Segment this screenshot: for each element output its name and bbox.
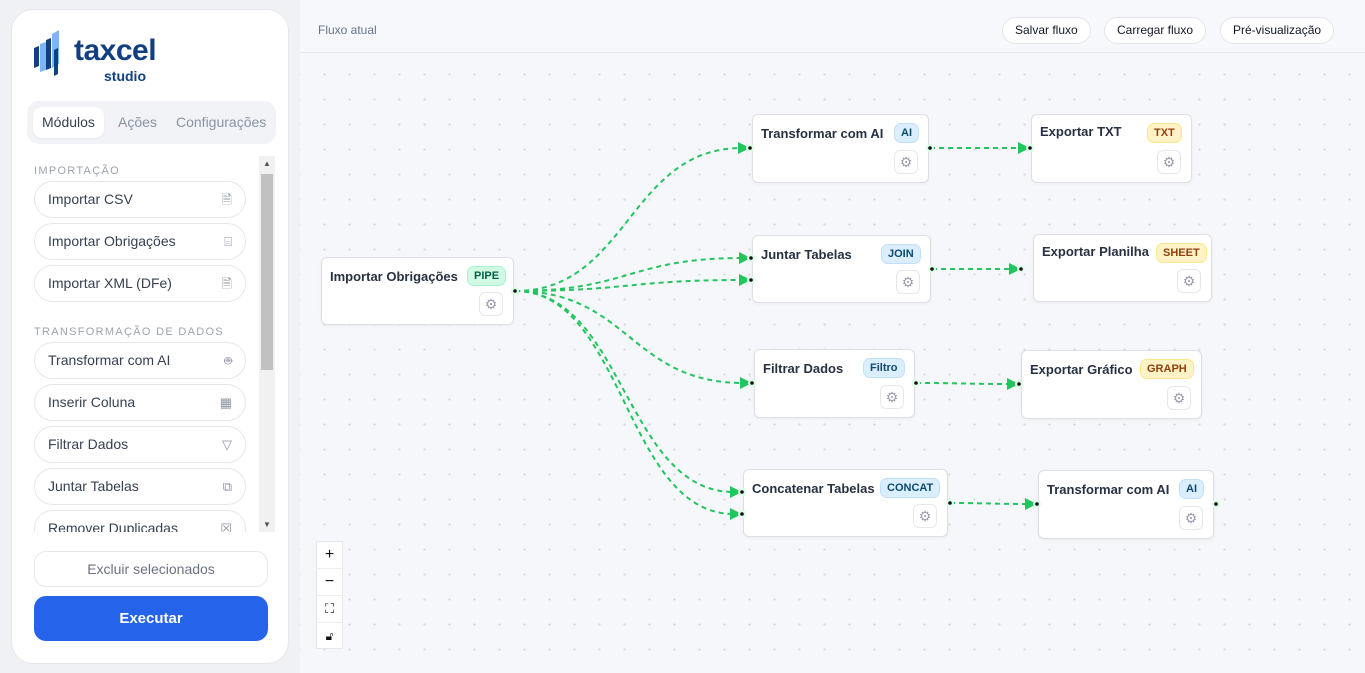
lock-icon[interactable]: 🔓︎ (325, 629, 334, 643)
file-xml-icon: 🗎 (221, 276, 232, 291)
flow-node[interactable]: Transformar com AI AI ⚙ (1038, 470, 1214, 539)
scrollbar-thumb[interactable] (261, 174, 273, 370)
flow-node[interactable]: Transformar com AI AI ⚙ (752, 114, 929, 183)
node-badge: SHEET (1156, 243, 1207, 263)
gear-icon[interactable]: ⚙ (894, 150, 918, 174)
node-badge: AI (894, 123, 919, 143)
module-label: Transformar com AI (48, 352, 171, 368)
module-label: Juntar Tabelas (48, 478, 139, 494)
fit-view-icon[interactable]: ⛶ (317, 596, 342, 623)
node-title: Concatenar Tabelas (752, 481, 875, 496)
module-list: IMPORTAÇÃO Importar CSV 🗎 Importar Obriga… (33, 156, 276, 532)
scroll-down-icon[interactable]: ▼ (263, 520, 271, 529)
gear-icon[interactable]: ⚙ (913, 504, 937, 528)
tab-modulos[interactable]: Módulos (33, 107, 104, 138)
node-title: Exportar TXT (1040, 124, 1122, 139)
node-badge: CONCAT (880, 478, 941, 498)
node-title: Exportar Gráfico (1030, 362, 1133, 377)
gear-icon[interactable]: ⚙ (896, 270, 920, 294)
module-remover-duplicadas[interactable]: Remover Duplicadas ☒ (34, 510, 246, 532)
module-importar-csv[interactable]: Importar CSV 🗎 (34, 181, 246, 218)
table-add-icon: ▦ (219, 395, 232, 410)
sidebar: taxcel studio Módulos Ações Configuraçõe… (11, 9, 289, 664)
logo-wordmark: taxcel (74, 34, 157, 67)
flow-canvas[interactable] (300, 0, 1365, 673)
module-inserir-coluna[interactable]: Inserir Coluna ▦ (34, 384, 246, 421)
node-badge: AI (1179, 479, 1204, 499)
logo: taxcel studio (32, 30, 172, 90)
remove-duplicates-icon: ☒ (220, 521, 232, 532)
filter-icon: ▽ (222, 437, 232, 452)
module-label: Filtrar Dados (48, 436, 129, 452)
flow-node[interactable]: Importar Obrigações PIPE ⚙ (321, 257, 514, 325)
logo-bars-icon (34, 30, 59, 76)
gear-icon[interactable]: ⚙ (1167, 386, 1191, 410)
module-list-scrollbar[interactable]: ▲ ▼ (259, 156, 275, 532)
module-label: Remover Duplicadas (48, 520, 178, 532)
flow-node[interactable]: Exportar Planilha SHEET ⚙ (1033, 234, 1212, 302)
gear-icon[interactable]: ⚙ (1179, 506, 1203, 530)
module-label: Importar XML (DFe) (48, 275, 172, 291)
sidebar-tabs: Módulos Ações Configurações (27, 101, 276, 144)
canvas-controls: + − ⛶ 🔓︎ (316, 541, 343, 649)
section-title-transformacao: TRANSFORMAÇÃO DE DADOS (34, 326, 224, 338)
tab-acoes[interactable]: Ações (118, 114, 157, 130)
gear-icon[interactable]: ⚙ (1177, 269, 1201, 293)
module-label: Importar CSV (48, 191, 133, 207)
flow-node[interactable]: Filtrar Dados Filtro ⚙ (754, 349, 915, 418)
node-title: Transformar com AI (1047, 482, 1170, 497)
node-badge: Filtro (863, 358, 905, 378)
section-title-importacao: IMPORTAÇÃO (34, 165, 120, 177)
logo-subtitle: studio (104, 68, 146, 84)
node-badge: GRAPH (1140, 359, 1194, 379)
zoom-in-icon[interactable]: + (317, 542, 342, 569)
flow-node[interactable]: Exportar TXT TXT ⚙ (1031, 114, 1192, 183)
gear-icon[interactable]: ⚙ (1157, 150, 1181, 174)
flow-node[interactable]: Exportar Gráfico GRAPH ⚙ (1021, 350, 1202, 419)
file-csv-icon: 🗎 (221, 192, 232, 207)
delete-selected-button[interactable]: Excluir selecionados (34, 551, 268, 587)
flow-node[interactable]: Juntar Tabelas JOIN ⚙ (752, 235, 931, 303)
flow-node[interactable]: Concatenar Tabelas CONCAT ⚙ (743, 469, 948, 537)
join-tables-icon: ⧉ (222, 479, 232, 494)
module-transformar-ai[interactable]: Transformar com AI 🤖︎ (34, 342, 246, 379)
node-badge: PIPE (467, 266, 507, 286)
node-title: Transformar com AI (761, 126, 884, 141)
scroll-up-icon[interactable]: ▲ (263, 159, 271, 168)
node-badge: JOIN (881, 244, 921, 264)
canvas-header: Fluxo atual Salvar fluxo Carregar fluxo … (300, 0, 1365, 53)
gear-icon[interactable]: ⚙ (479, 292, 503, 316)
node-title: Juntar Tabelas (761, 247, 852, 262)
save-flow-button[interactable]: Salvar fluxo (1002, 17, 1091, 44)
run-button[interactable]: Executar (34, 596, 268, 641)
module-juntar-tabelas[interactable]: Juntar Tabelas ⧉ (34, 468, 246, 505)
module-filtrar-dados[interactable]: Filtrar Dados ▽ (34, 426, 246, 463)
module-label: Importar Obrigações (48, 233, 176, 249)
zoom-out-icon[interactable]: − (317, 569, 342, 596)
module-label: Inserir Coluna (48, 394, 136, 410)
node-title: Importar Obrigações (330, 269, 458, 284)
file-code-icon: ⌸ (224, 234, 232, 249)
node-title: Filtrar Dados (763, 361, 844, 376)
node-badge: TXT (1147, 123, 1182, 143)
node-title: Exportar Planilha (1042, 244, 1149, 259)
robot-icon: 🤖︎ (224, 353, 232, 368)
load-flow-button[interactable]: Carregar fluxo (1104, 17, 1207, 44)
module-importar-obrigacoes[interactable]: Importar Obrigações ⌸ (34, 223, 246, 260)
module-importar-xml[interactable]: Importar XML (DFe) 🗎 (34, 265, 246, 302)
flow-title: Fluxo atual (318, 23, 377, 37)
tab-configuracoes[interactable]: Configurações (176, 114, 267, 130)
gear-icon[interactable]: ⚙ (880, 385, 904, 409)
preview-button[interactable]: Pré-visualização (1220, 17, 1335, 44)
